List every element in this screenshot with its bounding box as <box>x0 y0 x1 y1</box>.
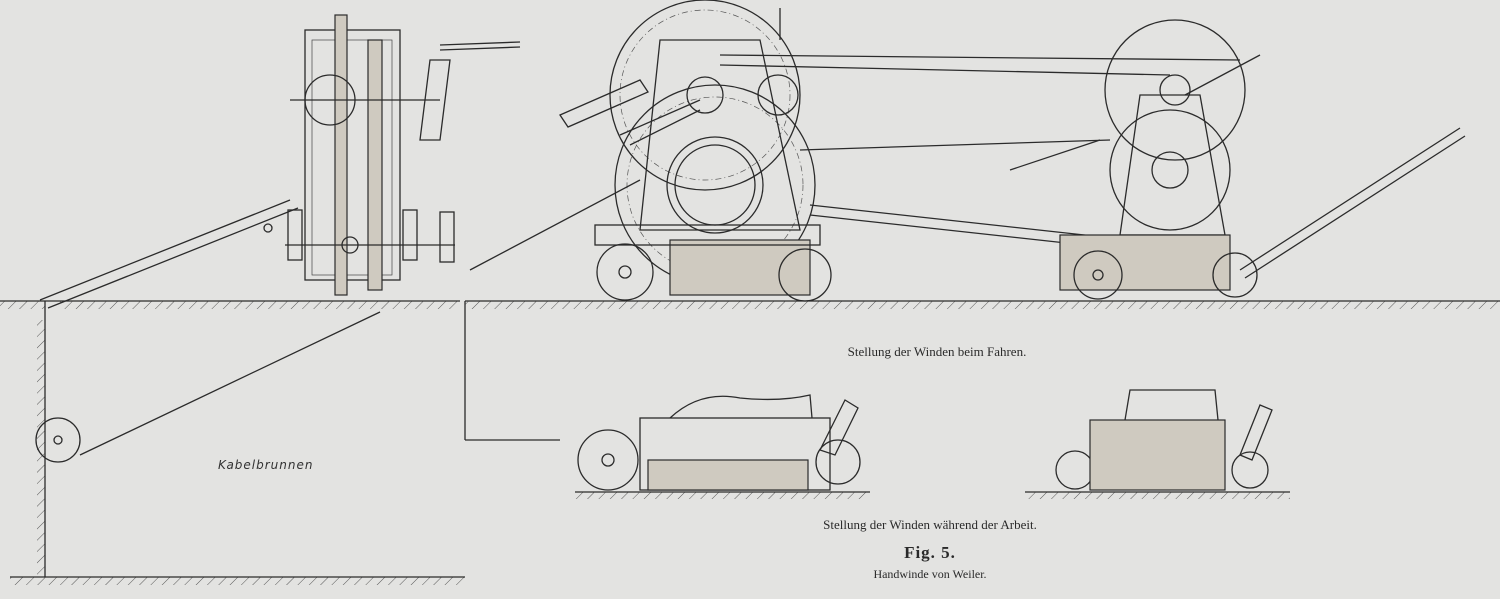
pit-label: Kabelbrunnen <box>218 458 314 472</box>
caption-work-position: Stellung der Winden während der Arbeit. <box>823 517 1037 532</box>
winch-end-view <box>285 14 521 296</box>
figure-title: Handwinde von Weiler. <box>873 567 987 581</box>
winch-travel-position <box>469 0 1466 302</box>
caption-travel-position: Stellung der Winden beim Fahren. <box>847 344 1027 359</box>
winch-work-position <box>575 389 1290 499</box>
ground-lines <box>0 199 1500 585</box>
figure-number: Fig. 5. <box>904 543 956 562</box>
